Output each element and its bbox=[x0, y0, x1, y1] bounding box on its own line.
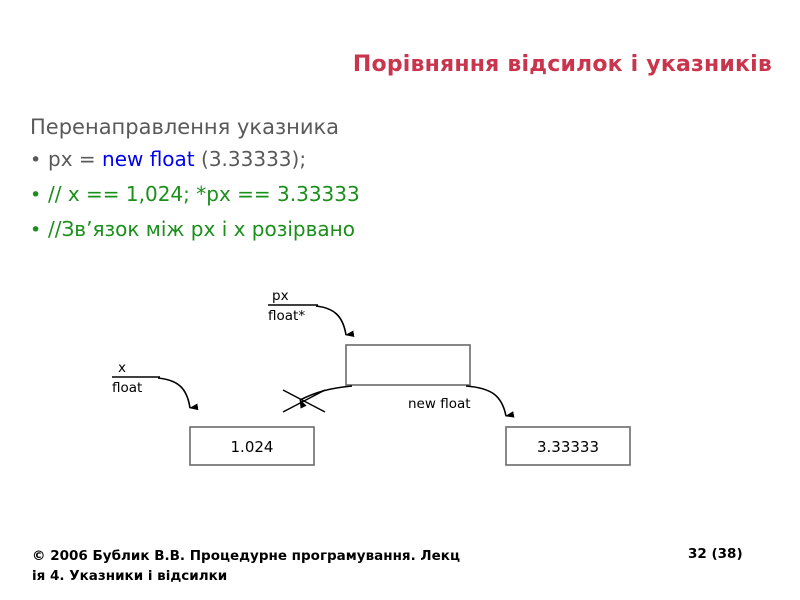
label-x-name: x bbox=[118, 360, 126, 376]
code-keyword-new-float: new float bbox=[102, 147, 195, 171]
label-px-type: float* bbox=[268, 308, 305, 324]
broken-link-cross-icon bbox=[282, 389, 326, 413]
arrow-newfloat-to-heap-box bbox=[465, 385, 515, 418]
footer-line-1: © 2006 Бублик В.В. Процедурне програмува… bbox=[32, 548, 460, 564]
pointer-redirect-diagram: px float* x float new float 1.024 3.3333… bbox=[0, 282, 800, 502]
list-item-text: //Зв’язок між px і x розірвано bbox=[48, 217, 355, 241]
slide-body: Перенаправлення указника • px = new floa… bbox=[30, 112, 630, 247]
x-value-box-value: 1.024 bbox=[231, 438, 274, 456]
list-item-text: px = new float (3.33333); bbox=[48, 142, 306, 176]
code-assign-arg: (3.33333); bbox=[194, 147, 307, 171]
list-item: • px = new float (3.33333); bbox=[30, 142, 630, 177]
lead-heading: Перенаправлення указника bbox=[30, 115, 340, 139]
x-value-box bbox=[189, 426, 315, 466]
heap-value-box-value: 3.33333 bbox=[537, 438, 599, 456]
bullet-marker-icon: • bbox=[30, 149, 42, 171]
arrow-px-to-pointer-box bbox=[315, 305, 355, 338]
list-item: • //Зв’язок між px і x розірвано bbox=[30, 212, 630, 247]
footer-line-2: ія 4. Указники і відсилки bbox=[32, 568, 228, 584]
label-x-type: float bbox=[112, 380, 142, 396]
heap-value-box bbox=[505, 426, 631, 466]
list-item: • // x == 1,024; *px == 3.33333 bbox=[30, 177, 630, 212]
page-number: 32 (38) bbox=[688, 546, 743, 562]
bullet-marker-icon: • bbox=[30, 184, 42, 206]
pointer-box bbox=[345, 344, 471, 386]
footer-credit: © 2006 Бублик В.В. Процедурне програмува… bbox=[32, 546, 552, 586]
page-title: Порівняння відсилок і указників bbox=[352, 52, 772, 77]
arrow-broken-link-to-value-box bbox=[299, 385, 353, 409]
code-assign-lhs: px = bbox=[48, 147, 103, 171]
label-new-float: new float bbox=[408, 396, 471, 412]
label-px-name: px bbox=[272, 288, 289, 304]
list-item-text: // x == 1,024; *px == 3.33333 bbox=[48, 182, 360, 206]
arrow-x-to-value-box bbox=[157, 377, 199, 411]
bullet-marker-icon: • bbox=[30, 219, 42, 241]
